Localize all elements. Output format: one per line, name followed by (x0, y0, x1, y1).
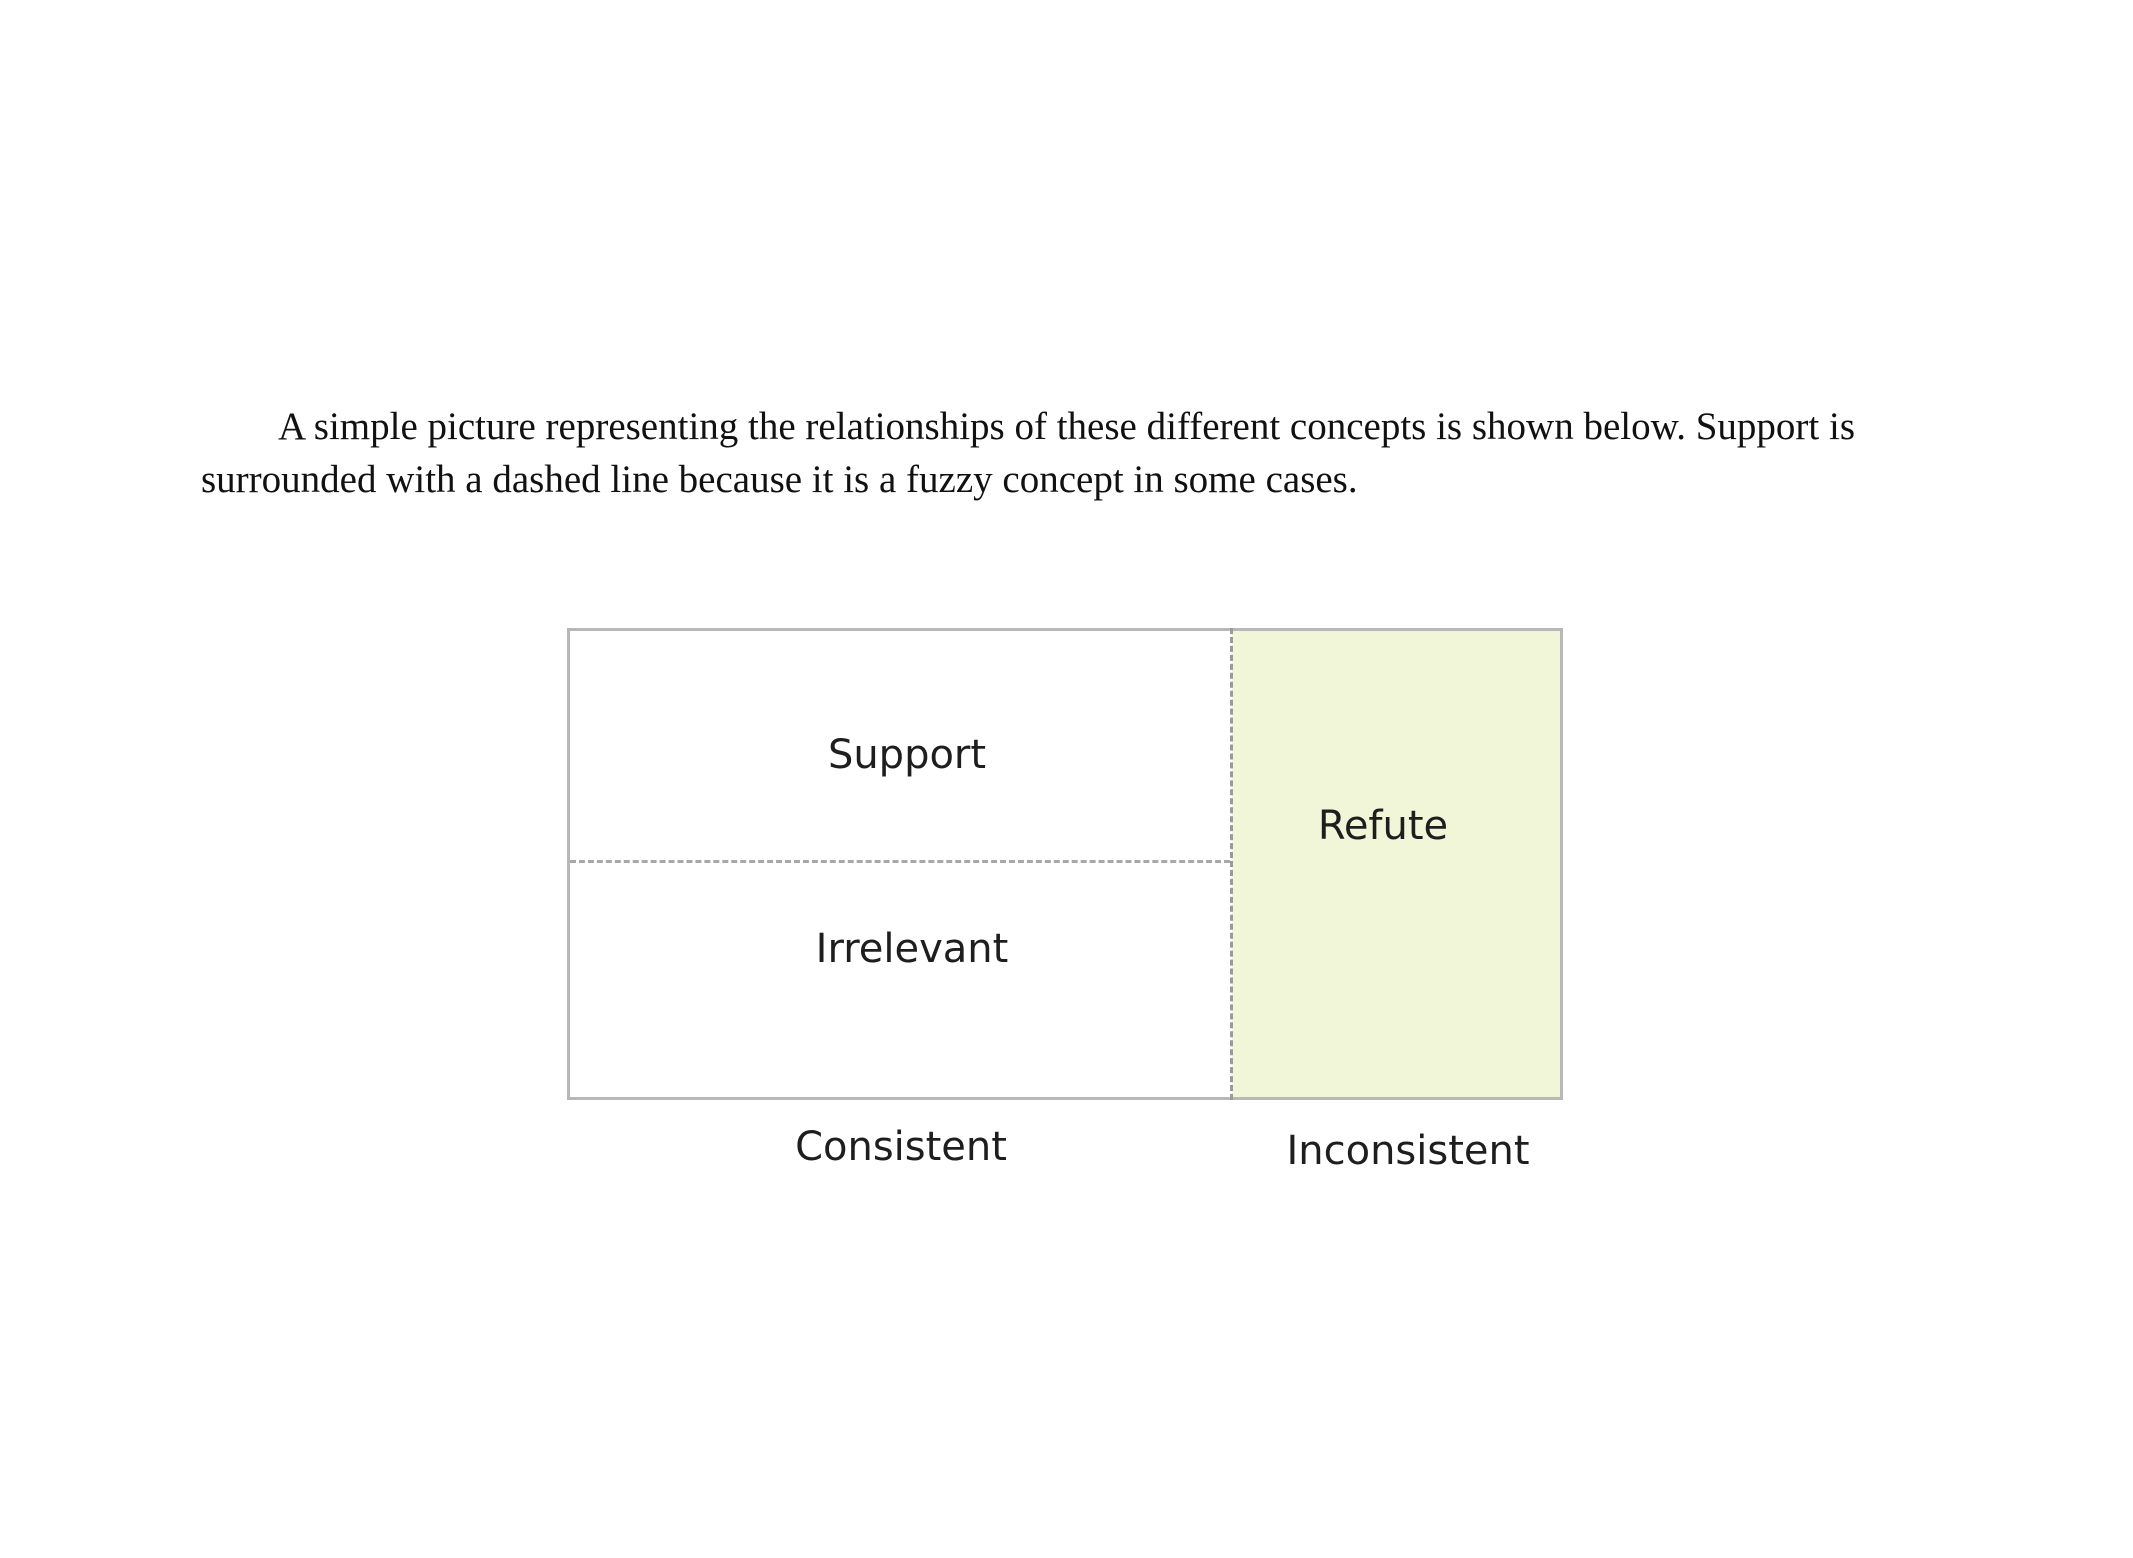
inconsistent-column-label: Inconsistent (1286, 1128, 1530, 1174)
consistent-column-label: Consistent (795, 1124, 1007, 1170)
consistency-divider-dashed (1230, 628, 1233, 1100)
concept-relationship-diagram: Support Irrelevant Refute Consistent Inc… (567, 628, 1563, 1174)
support-label: Support (827, 732, 987, 778)
refute-region (1232, 631, 1560, 1097)
irrelevant-label: Irrelevant (815, 926, 1009, 972)
support-boundary-dashed (570, 860, 1230, 863)
body-paragraph: A simple picture representing the relati… (201, 405, 1856, 501)
refute-label: Refute (1317, 803, 1449, 849)
